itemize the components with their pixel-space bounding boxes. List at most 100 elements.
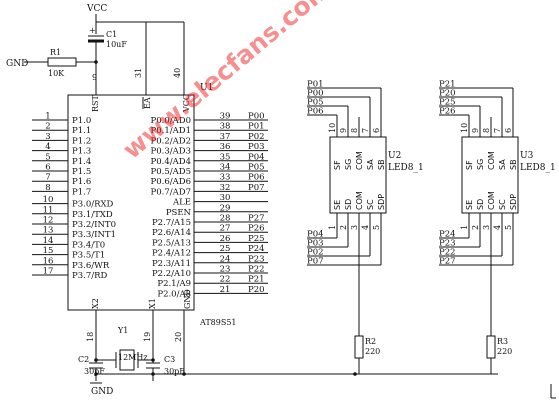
pin18-num: 18 — [86, 332, 95, 342]
display-bottom-net-label: P02 — [307, 248, 324, 258]
u1-right-pin-num: 22 — [220, 275, 231, 285]
c2-ref: C2 — [78, 355, 89, 364]
display-bottom-pin-num: 2 — [339, 225, 348, 230]
display-bottom-pin-num: 3 — [350, 225, 359, 230]
u1-left-pin-num: 12 — [43, 216, 54, 226]
u1-right-net-label: P00 — [248, 112, 265, 122]
display-top-pin-num: 8 — [350, 128, 359, 133]
pin40-num: 40 — [173, 68, 182, 78]
display-top-net-label: P01 — [307, 80, 324, 90]
u1-left-pin-num: 16 — [43, 256, 54, 266]
display-bottom-net-label: P23 — [439, 239, 456, 249]
u1-right-net-label: P05 — [248, 163, 265, 173]
display-part: LED8_1 — [388, 163, 424, 173]
display-bottom-net-label: P04 — [307, 230, 324, 240]
u1-right-pin-label: P2.2/A10 — [152, 269, 191, 279]
u1-left-pin-num: 10 — [43, 195, 54, 205]
display-top-net-label: P05 — [307, 98, 324, 108]
display-bottom-net-label: P22 — [439, 248, 456, 258]
display-top-pin-num: 9 — [339, 128, 348, 133]
u1-left-pin-num: 17 — [43, 267, 54, 277]
r1-resistor — [47, 57, 77, 67]
display-bottom-seg: SD — [476, 199, 485, 210]
u1-left-pin-label: P3.7/RD — [72, 271, 108, 281]
u1-right-pin-num: 35 — [220, 152, 231, 162]
display-bottom-seg: COM — [355, 191, 364, 210]
display-bottom-seg: SE — [333, 200, 342, 210]
u1-left-pin-label: P3.5/T1 — [72, 251, 105, 261]
u1-part: AT89S51 — [199, 318, 237, 327]
u1-left-pin-label: P3.4/T0 — [72, 240, 105, 250]
display-top-seg: SB — [509, 159, 518, 170]
display-top-net-label: P00 — [307, 89, 324, 99]
gnd-bottom-label: GND — [91, 387, 113, 397]
pin20-num: 20 — [174, 332, 183, 342]
u1-right-net-label: P20 — [248, 285, 265, 295]
display-bottom-net-label: P07 — [307, 257, 324, 267]
u1-left-pin-num: 3 — [45, 132, 50, 142]
u1-right-pin-label: P0.6/AD6 — [151, 177, 191, 187]
display-bottom-seg: SDP — [377, 194, 386, 210]
u1-left-pin-label: P3.6/WR — [72, 261, 110, 271]
svg-text:+: + — [89, 26, 96, 35]
u1-right-pin-label: P0.2/AD2 — [151, 136, 191, 146]
u1-left-pin-num: 6 — [45, 163, 50, 173]
u1-right-net-label: P04 — [248, 152, 265, 162]
display-top-seg: SA — [366, 159, 375, 170]
u1-left-pin-num: 5 — [45, 152, 50, 162]
u1-left-pin-num: 8 — [45, 183, 50, 193]
c3-ref: C3 — [164, 355, 175, 364]
u1-right-pin-label: P0.0/AD0 — [151, 116, 191, 126]
current-limit-resistor — [486, 335, 496, 359]
y1-ref: Y1 — [117, 326, 128, 335]
u1-left-pin-num: 14 — [43, 236, 54, 246]
u1-left-pin-num: 4 — [45, 142, 50, 152]
u1-right-pin-num: 24 — [220, 254, 231, 264]
u1-left-pin-label: P3.0/RXD — [72, 200, 114, 210]
rst-label: RST — [91, 94, 100, 112]
u1-right-pin-num: 27 — [220, 224, 231, 234]
reset-network: VCC + C1 10uF GND R1 10K — [6, 4, 185, 95]
gnd-top-label: GND — [6, 59, 28, 69]
display-top-net-label: P20 — [439, 89, 456, 99]
seven-segment-displays: U2LED8_110SF1SE9SG2SD8COM3COM7SA4SC6SB5S… — [307, 80, 556, 374]
current-limit-resistor — [354, 335, 364, 359]
u1-right-pin-num: 39 — [220, 112, 231, 122]
r1-ref: R1 — [50, 48, 61, 57]
display-bottom-pin-num: 5 — [504, 225, 513, 230]
c1-value: 10uF — [106, 40, 127, 49]
u1-right-net-label: P06 — [248, 173, 265, 183]
display-bottom-seg: SC — [498, 199, 507, 210]
resistor-value: 220 — [497, 347, 512, 356]
u1-right-pin-num: 29 — [220, 203, 231, 213]
display-bottom-net-label: P03 — [307, 239, 324, 249]
u1-right-pin-label: P2.4/A12 — [152, 249, 191, 259]
resistor-ref: R3 — [497, 337, 508, 346]
u1-left-pin-label: P1.3 — [72, 147, 91, 157]
u1-right-net-label: P03 — [248, 142, 265, 152]
u1-right-pin-num: 37 — [220, 132, 231, 142]
display-body — [329, 136, 387, 214]
u1-left-pin-label: P1.7 — [72, 187, 91, 197]
u1-right-net-label: P24 — [248, 244, 265, 254]
ea-label: EA — [143, 97, 152, 109]
u1-left-pin-label: P3.1/TXD — [72, 210, 113, 220]
u1-right-pin-label: P2.3/A11 — [152, 259, 191, 269]
u1-left-pin-label: P1.5 — [72, 167, 91, 177]
u1-right-net-label: P07 — [248, 183, 265, 193]
display-bottom-seg: SDP — [509, 194, 518, 210]
x2-label: X2 — [91, 298, 100, 309]
display-bottom-net-label: P24 — [439, 230, 456, 240]
u1-left-pin-num: 13 — [43, 226, 54, 236]
u1-left-pin-label: P1.6 — [72, 177, 91, 187]
display-top-pin-num: 7 — [493, 128, 502, 133]
display-bottom-pin-num: 3 — [482, 225, 491, 230]
display-ref: U2 — [388, 151, 401, 161]
u1-right-pin-label: P0.7/AD7 — [151, 187, 191, 197]
pin9-num: 9 — [92, 73, 97, 82]
y1-value: 12MHz — [118, 353, 148, 362]
display-bottom-pin-num: 4 — [493, 225, 502, 230]
display-bottom-pin-num: 2 — [471, 225, 480, 230]
display-part: LED8_1 — [520, 163, 556, 173]
gnd-pin-label: GND — [183, 289, 192, 309]
